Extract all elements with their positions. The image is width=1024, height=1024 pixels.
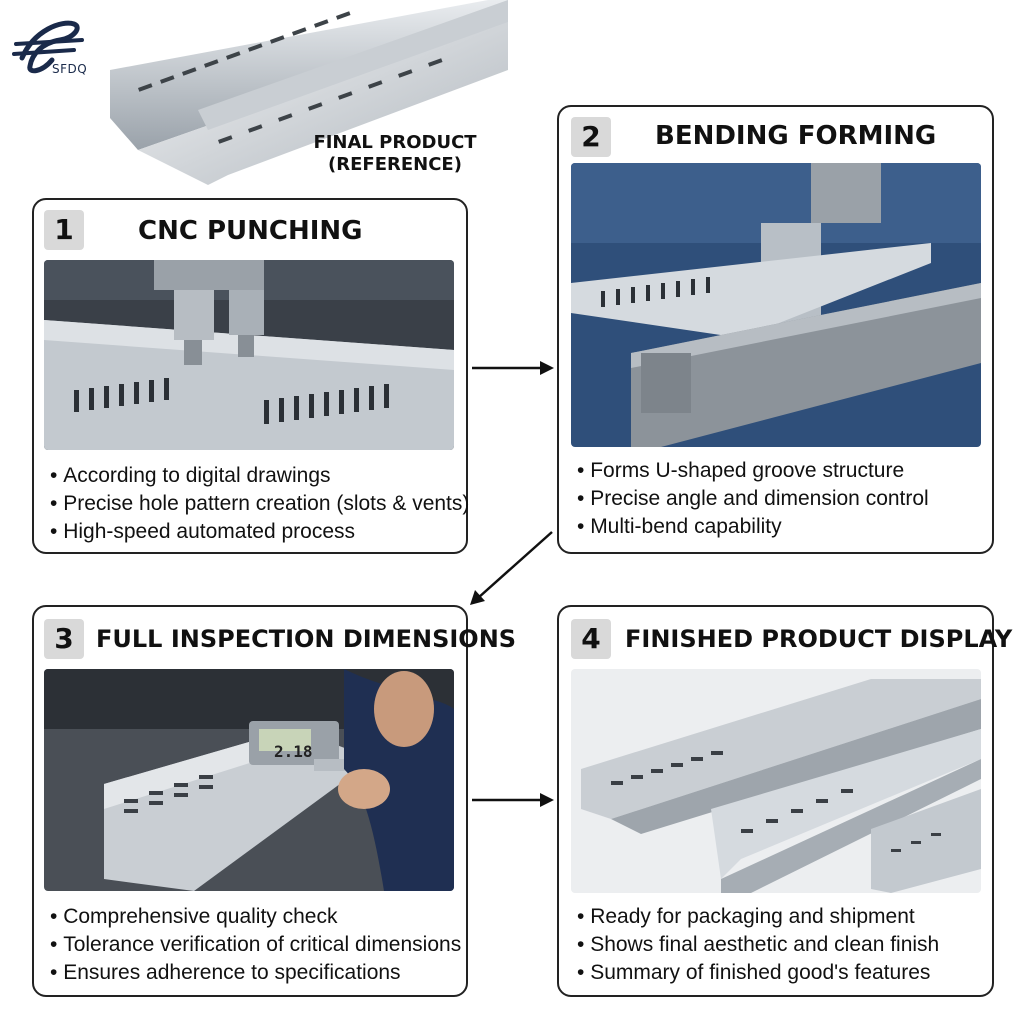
step-number-badge: 4 xyxy=(571,619,611,659)
step-number-badge: 2 xyxy=(571,117,611,157)
inspection-photo xyxy=(44,669,454,891)
reference-caption: FINAL PRODUCT (REFERENCE) xyxy=(313,132,477,175)
step-3-panel: 3 FULL INSPECTION DIMENSIONS 2.18 Compre… xyxy=(32,605,516,997)
bullet-item: Summary of finished good's features xyxy=(577,959,939,987)
arrow-down-left-icon xyxy=(470,531,553,605)
arrow-right-icon xyxy=(472,361,554,375)
reference-product-image xyxy=(110,0,508,185)
step-title: BENDING FORMING xyxy=(655,121,937,151)
bending-forming-photo xyxy=(571,163,981,447)
bullet-item: Forms U-shaped groove structure xyxy=(577,457,929,485)
bullet-item: Precise angle and dimension control xyxy=(577,485,929,513)
bullet-item: According to digital drawings xyxy=(50,462,469,490)
bullet-item: Comprehensive quality check xyxy=(50,903,461,931)
step-1-bullets: According to digital drawings Precise ho… xyxy=(50,462,469,546)
cnc-punching-photo xyxy=(44,260,454,450)
step-number-badge: 3 xyxy=(44,619,84,659)
sfdq-logo-icon xyxy=(12,20,84,74)
caliper-reading: 2.18 xyxy=(274,742,313,761)
finished-product-photo xyxy=(571,669,981,893)
bullet-item: Precise hole pattern creation (slots & v… xyxy=(50,490,469,518)
step-1-panel: 1 CNC PUNCHING According to digital draw… xyxy=(32,198,469,554)
step-4-panel: 4 FINISHED PRODUCT DISPLAY Ready for pac… xyxy=(557,605,1012,997)
step-number-badge: 1 xyxy=(44,210,84,250)
arrow-right-icon xyxy=(472,793,554,807)
step-2-panel: 2 BENDING FORMING Forms U-shaped groove … xyxy=(557,105,994,554)
bullet-item: Shows final aesthetic and clean finish xyxy=(577,931,939,959)
step-title: CNC PUNCHING xyxy=(138,216,363,246)
step-2-bullets: Forms U-shaped groove structure Precise … xyxy=(577,457,929,541)
bullet-item: Ready for packaging and shipment xyxy=(577,903,939,931)
bullet-item: Multi-bend capability xyxy=(577,513,929,541)
step-title: FULL INSPECTION DIMENSIONS xyxy=(96,625,517,653)
step-4-bullets: Ready for packaging and shipment Shows f… xyxy=(577,903,939,987)
logo-text: SFDQ xyxy=(52,62,88,76)
step-title: FINISHED PRODUCT DISPLAY xyxy=(625,625,1013,653)
step-3-bullets: Comprehensive quality check Tolerance ve… xyxy=(50,903,461,987)
bullet-item: High-speed automated process xyxy=(50,518,469,546)
bullet-item: Ensures adherence to specifications xyxy=(50,959,461,987)
bullet-item: Tolerance verification of critical dimen… xyxy=(50,931,461,959)
